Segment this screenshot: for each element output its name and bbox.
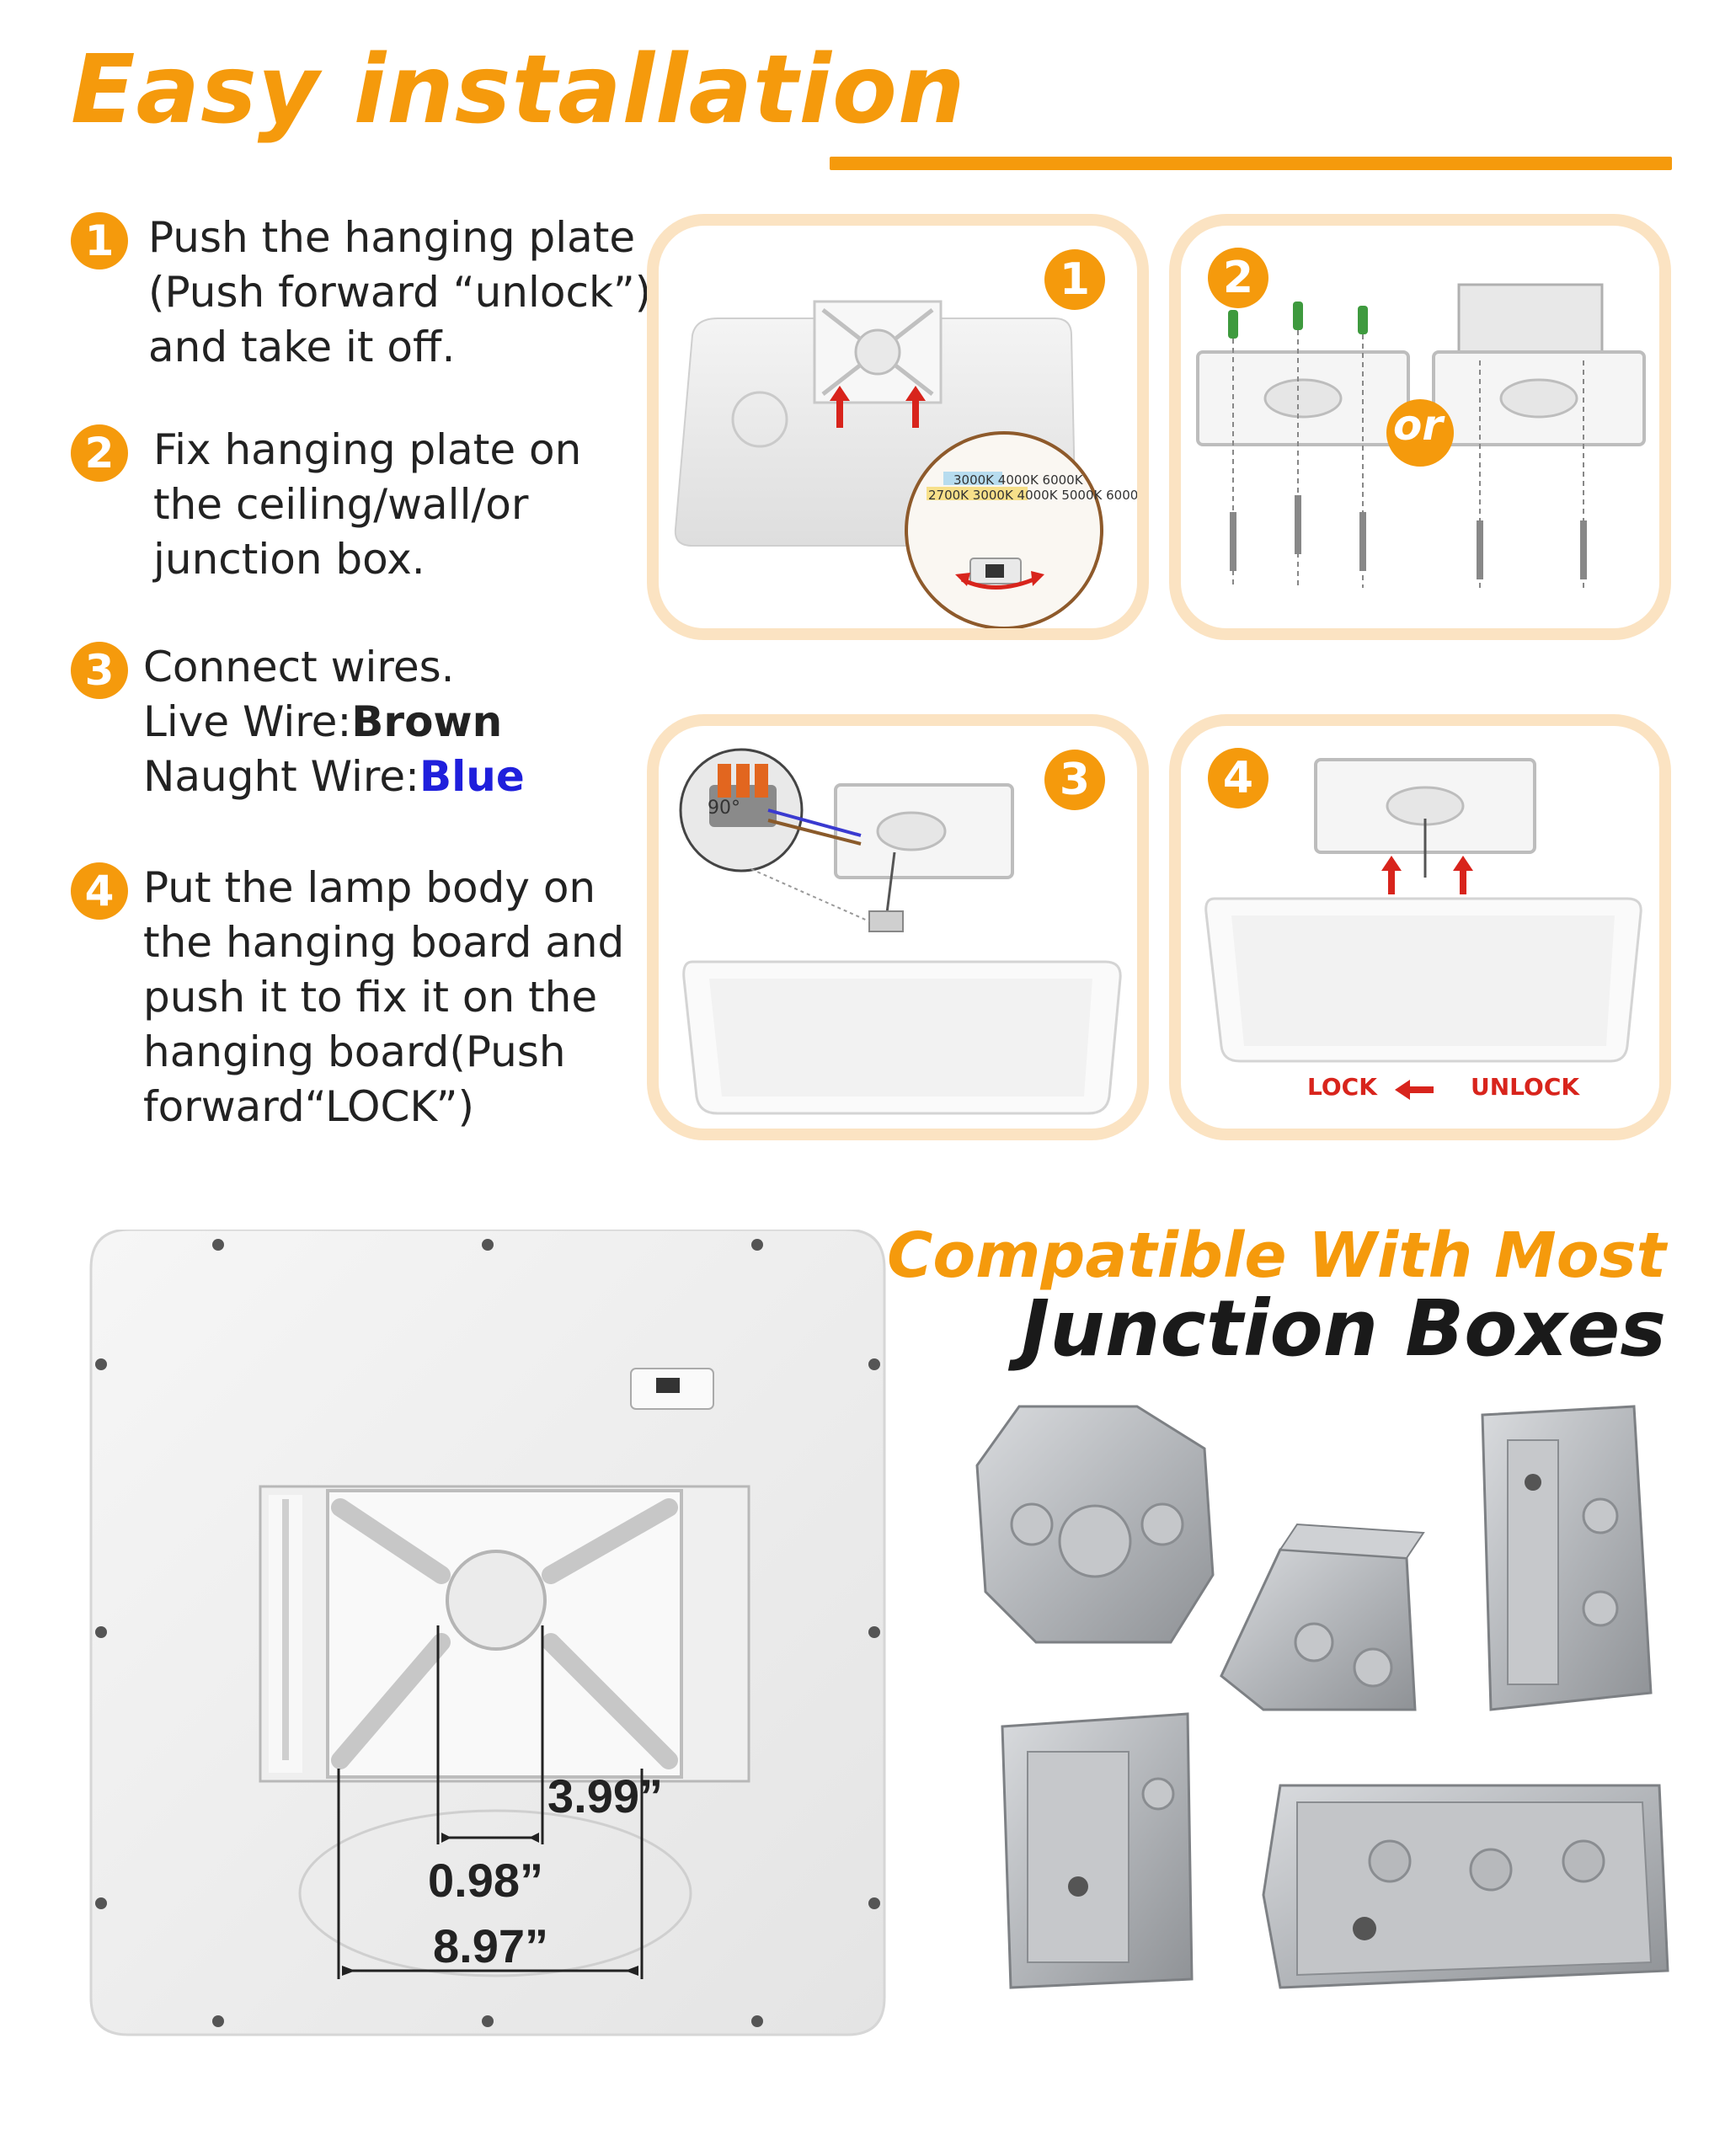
step-2-line-1: Fix hanging plate on	[153, 425, 582, 474]
lamp-back-diagram: 3.99” 0.98” 8.97”	[88, 1228, 889, 2038]
cct-top-label: 3000K 4000K 6000K	[953, 472, 1083, 488]
handy-box-tall	[1481, 1405, 1653, 1711]
step-4: 4 Put the lamp body on the hanging board…	[71, 861, 624, 1134]
panel-step-2: 2 or	[1169, 214, 1671, 640]
step-1-line-2: (Push forward “unlock”)	[148, 268, 652, 317]
mount-plate-illustration	[1196, 283, 1646, 588]
handy-box-small	[1001, 1712, 1194, 1989]
live-wire-label: Live Wire:	[143, 697, 352, 746]
compat-heading-line-1: Compatible With Most	[887, 1219, 1666, 1292]
unlock-label: UNLOCK	[1471, 1073, 1580, 1101]
step-4-line-2: the hanging board and	[143, 918, 625, 967]
step-3: 3 Connect wires. Live Wire:Brown Naught …	[71, 640, 525, 804]
title-underline	[830, 157, 1672, 170]
dimension-3-99: 3.99”	[547, 1769, 663, 1822]
live-wire-value: Brown	[351, 697, 503, 746]
step-4-line-4: hanging board(Push	[143, 1027, 566, 1076]
step-2: 2 Fix hanging plate on the ceiling/wall/…	[71, 423, 581, 587]
connect-wires-illustration	[679, 748, 1122, 1115]
step-4-line-3: push it to fix it on the	[143, 973, 598, 1022]
step-4-line-5: forward“LOCK”)	[143, 1082, 475, 1131]
step-4-line-1: Put the lamp body on	[143, 863, 596, 912]
dimension-0-98: 0.98”	[428, 1854, 543, 1907]
compat-heading-line-2: Junction Boxes	[1021, 1283, 1666, 1374]
step-number-3: 3	[71, 642, 128, 699]
step-1-line-3: and take it off.	[148, 323, 456, 371]
lock-lamp-illustration	[1204, 758, 1642, 1100]
page-title: Easy installation	[71, 35, 966, 145]
lamp-back-illustration	[89, 1228, 886, 2036]
step-2-line-2: the ceiling/wall/or	[153, 480, 529, 529]
step-1: 1 Push the hanging plate (Push forward “…	[71, 211, 651, 375]
square-box	[1220, 1523, 1425, 1711]
step-number-1: 1	[71, 212, 128, 270]
dimension-8-97: 8.97”	[433, 1919, 548, 1972]
step-number-2: 2	[71, 424, 128, 482]
step-number-4: 4	[71, 862, 128, 920]
step-2-text: Fix hanging plate on the ceiling/wall/or…	[153, 423, 581, 587]
step-3-line-1: Connect wires.	[143, 643, 455, 691]
panel-step-1: 1 3000K 4000K 6000K 2700K 3000K 4000K 50…	[647, 214, 1149, 640]
panel-step-3: 3 90°	[647, 714, 1149, 1140]
panel-badge-4: 4	[1208, 748, 1268, 808]
panel-badge-2: 2	[1208, 248, 1268, 308]
neutral-wire-value: Blue	[419, 752, 525, 801]
lock-label: LOCK	[1307, 1073, 1377, 1101]
or-label: or	[1393, 401, 1444, 450]
panel-step-4: 4 LOCK UNLOCK	[1169, 714, 1671, 1140]
neutral-wire-line: Naught Wire:Blue	[143, 750, 525, 804]
step-2-line-3: junction box.	[153, 535, 425, 584]
step-1-line-1: Push the hanging plate	[148, 213, 636, 262]
step-1-text: Push the hanging plate (Push forward “un…	[148, 211, 651, 375]
remove-plate-illustration	[674, 300, 1103, 628]
panel-badge-1: 1	[1044, 249, 1105, 310]
live-wire-line: Live Wire:Brown	[143, 695, 525, 750]
junction-boxes-illustration	[975, 1405, 1669, 1989]
step-3-text: Connect wires. Live Wire:Brown Naught Wi…	[143, 640, 525, 804]
octagon-box	[975, 1405, 1215, 1644]
neutral-wire-label: Naught Wire:	[143, 752, 419, 801]
rectangular-box	[1262, 1784, 1669, 1989]
panel-badge-3: 3	[1044, 750, 1105, 810]
cct-bottom-label: 2700K 3000K 4000K 5000K 6000K	[928, 488, 1147, 503]
angle-label: 90°	[708, 798, 740, 819]
step-4-text: Put the lamp body on the hanging board a…	[143, 861, 624, 1134]
